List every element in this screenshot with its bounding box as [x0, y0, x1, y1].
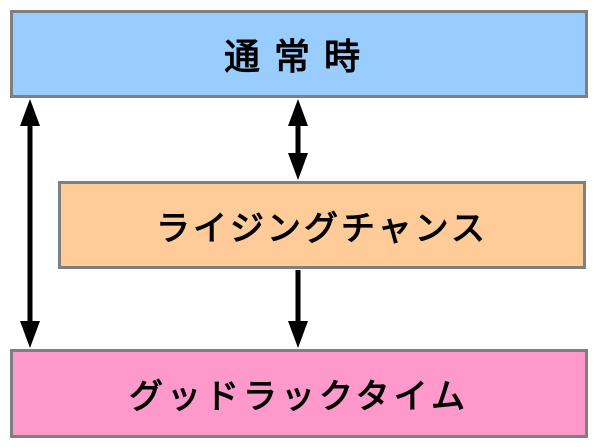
state-box-normal: 通常時	[10, 10, 588, 98]
state-box-rising-chance: ライジングチャンス	[58, 181, 586, 269]
arrow-normal-rising	[288, 99, 308, 180]
arrow-normal-goodluck	[20, 99, 40, 348]
state-label-rising-chance: ライジングチャンス	[156, 208, 488, 249]
state-label-normal: 通常時	[223, 37, 374, 78]
arrow-rising-goodluck	[288, 270, 308, 348]
state-label-good-luck-time: グッドラックタイム	[129, 377, 469, 417]
state-box-good-luck-time: グッドラックタイム	[10, 349, 588, 438]
